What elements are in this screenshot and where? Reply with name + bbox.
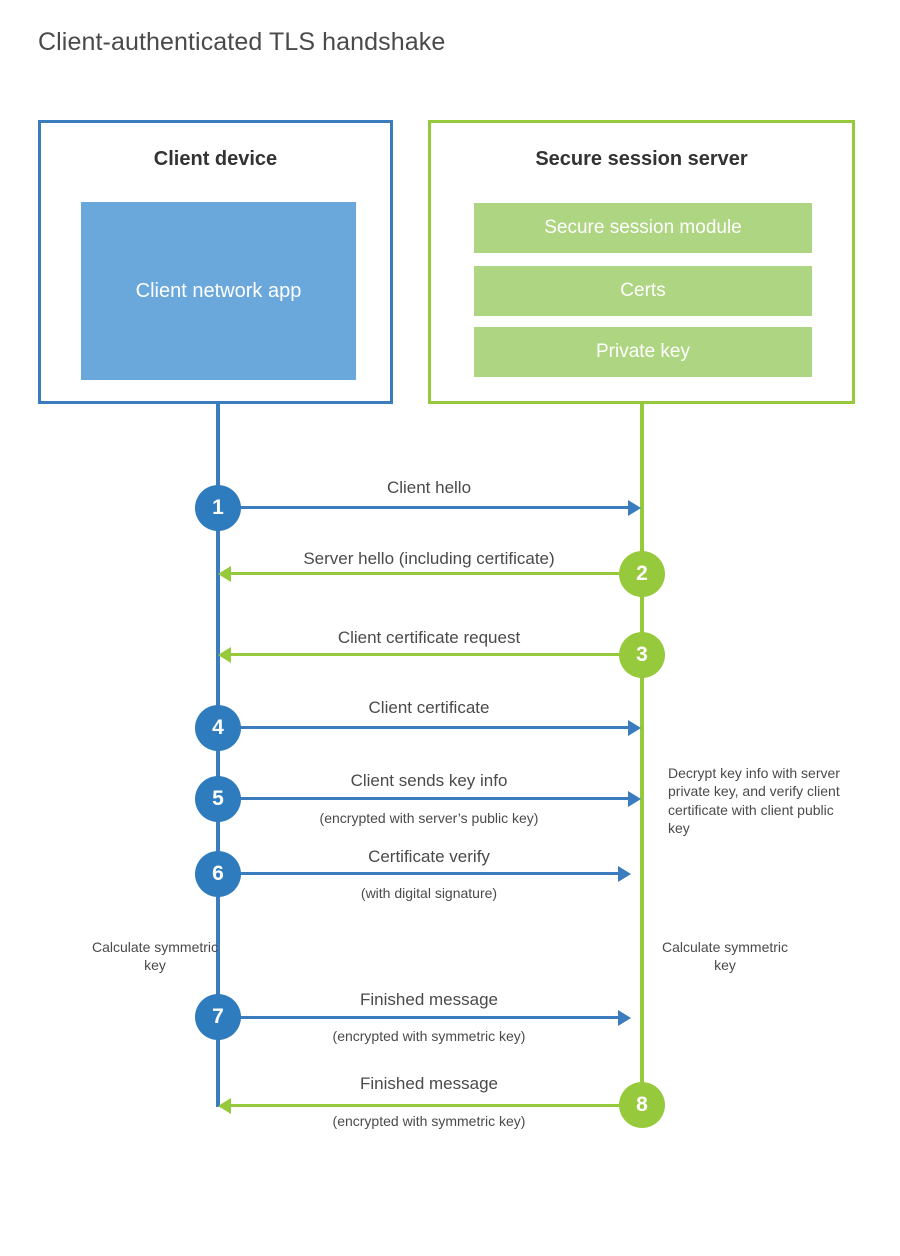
step-circle-4[interactable]: 4: [195, 705, 241, 751]
annotation-server-decrypt: Decrypt key info with server private key…: [668, 765, 840, 837]
step-circle-6[interactable]: 6: [195, 851, 241, 897]
secure-session-server-box: Secure session server Secure session mod…: [428, 120, 855, 404]
message-label-2: Server hello (including certificate): [303, 549, 555, 568]
annotation-client-calculate-symmetric-key: Calculate symmetric key: [91, 939, 219, 974]
step-circle-7[interactable]: 7: [195, 994, 241, 1040]
server-module-private-key: Private key: [474, 327, 812, 377]
message-arrow-3: [231, 653, 640, 656]
message-arrowhead-7: [618, 1010, 631, 1026]
message-arrowhead-8: [218, 1098, 231, 1114]
message-label-3: Client certificate request: [337, 628, 521, 647]
server-module-certs: Certs: [474, 266, 812, 316]
message-label-5: Client sends key info: [350, 771, 508, 790]
message-arrow-1: [218, 506, 628, 509]
message-arrowhead-3: [218, 647, 231, 663]
message-label-4: Client certificate: [368, 698, 490, 717]
message-label-1: Client hello: [386, 478, 472, 497]
client-device-title: Client device: [153, 148, 278, 170]
message-sublabel-7: (encrypted with symmetric key): [332, 1028, 526, 1044]
server-lifeline: [640, 404, 644, 1107]
message-arrow-5: [218, 797, 628, 800]
annotation-server-calculate-symmetric-key: Calculate symmetric key: [661, 939, 789, 974]
client-network-app-block: Client network app: [81, 202, 356, 380]
message-sublabel-6: (with digital signature): [360, 885, 498, 901]
message-label-6: Certificate verify: [368, 847, 490, 866]
step-circle-8[interactable]: 8: [619, 1082, 665, 1128]
step-circle-5[interactable]: 5: [195, 776, 241, 822]
step-circle-2[interactable]: 2: [619, 551, 665, 597]
message-arrow-7: [218, 1016, 618, 1019]
message-arrowhead-6: [618, 866, 631, 882]
message-arrow-8: [231, 1104, 640, 1107]
client-lifeline: [216, 404, 220, 1107]
message-arrowhead-4: [628, 720, 641, 736]
message-arrowhead-5: [628, 791, 641, 807]
server-module-secure-session-module: Secure session module: [474, 203, 812, 253]
message-arrow-6: [218, 872, 618, 875]
page-title: Client-authenticated TLS handshake: [38, 28, 446, 56]
message-label-8: Finished message: [360, 1074, 498, 1093]
message-arrow-2: [231, 572, 640, 575]
step-circle-1[interactable]: 1: [195, 485, 241, 531]
client-device-box: Client device Client network app: [38, 120, 393, 404]
message-sublabel-8: (encrypted with symmetric key): [332, 1113, 526, 1129]
secure-session-server-title: Secure session server: [535, 148, 748, 170]
message-arrowhead-1: [628, 500, 641, 516]
step-circle-3[interactable]: 3: [619, 632, 665, 678]
message-sublabel-5: (encrypted with server’s public key): [319, 810, 539, 826]
message-arrow-4: [218, 726, 628, 729]
message-arrowhead-2: [218, 566, 231, 582]
message-label-7: Finished message: [360, 990, 498, 1009]
